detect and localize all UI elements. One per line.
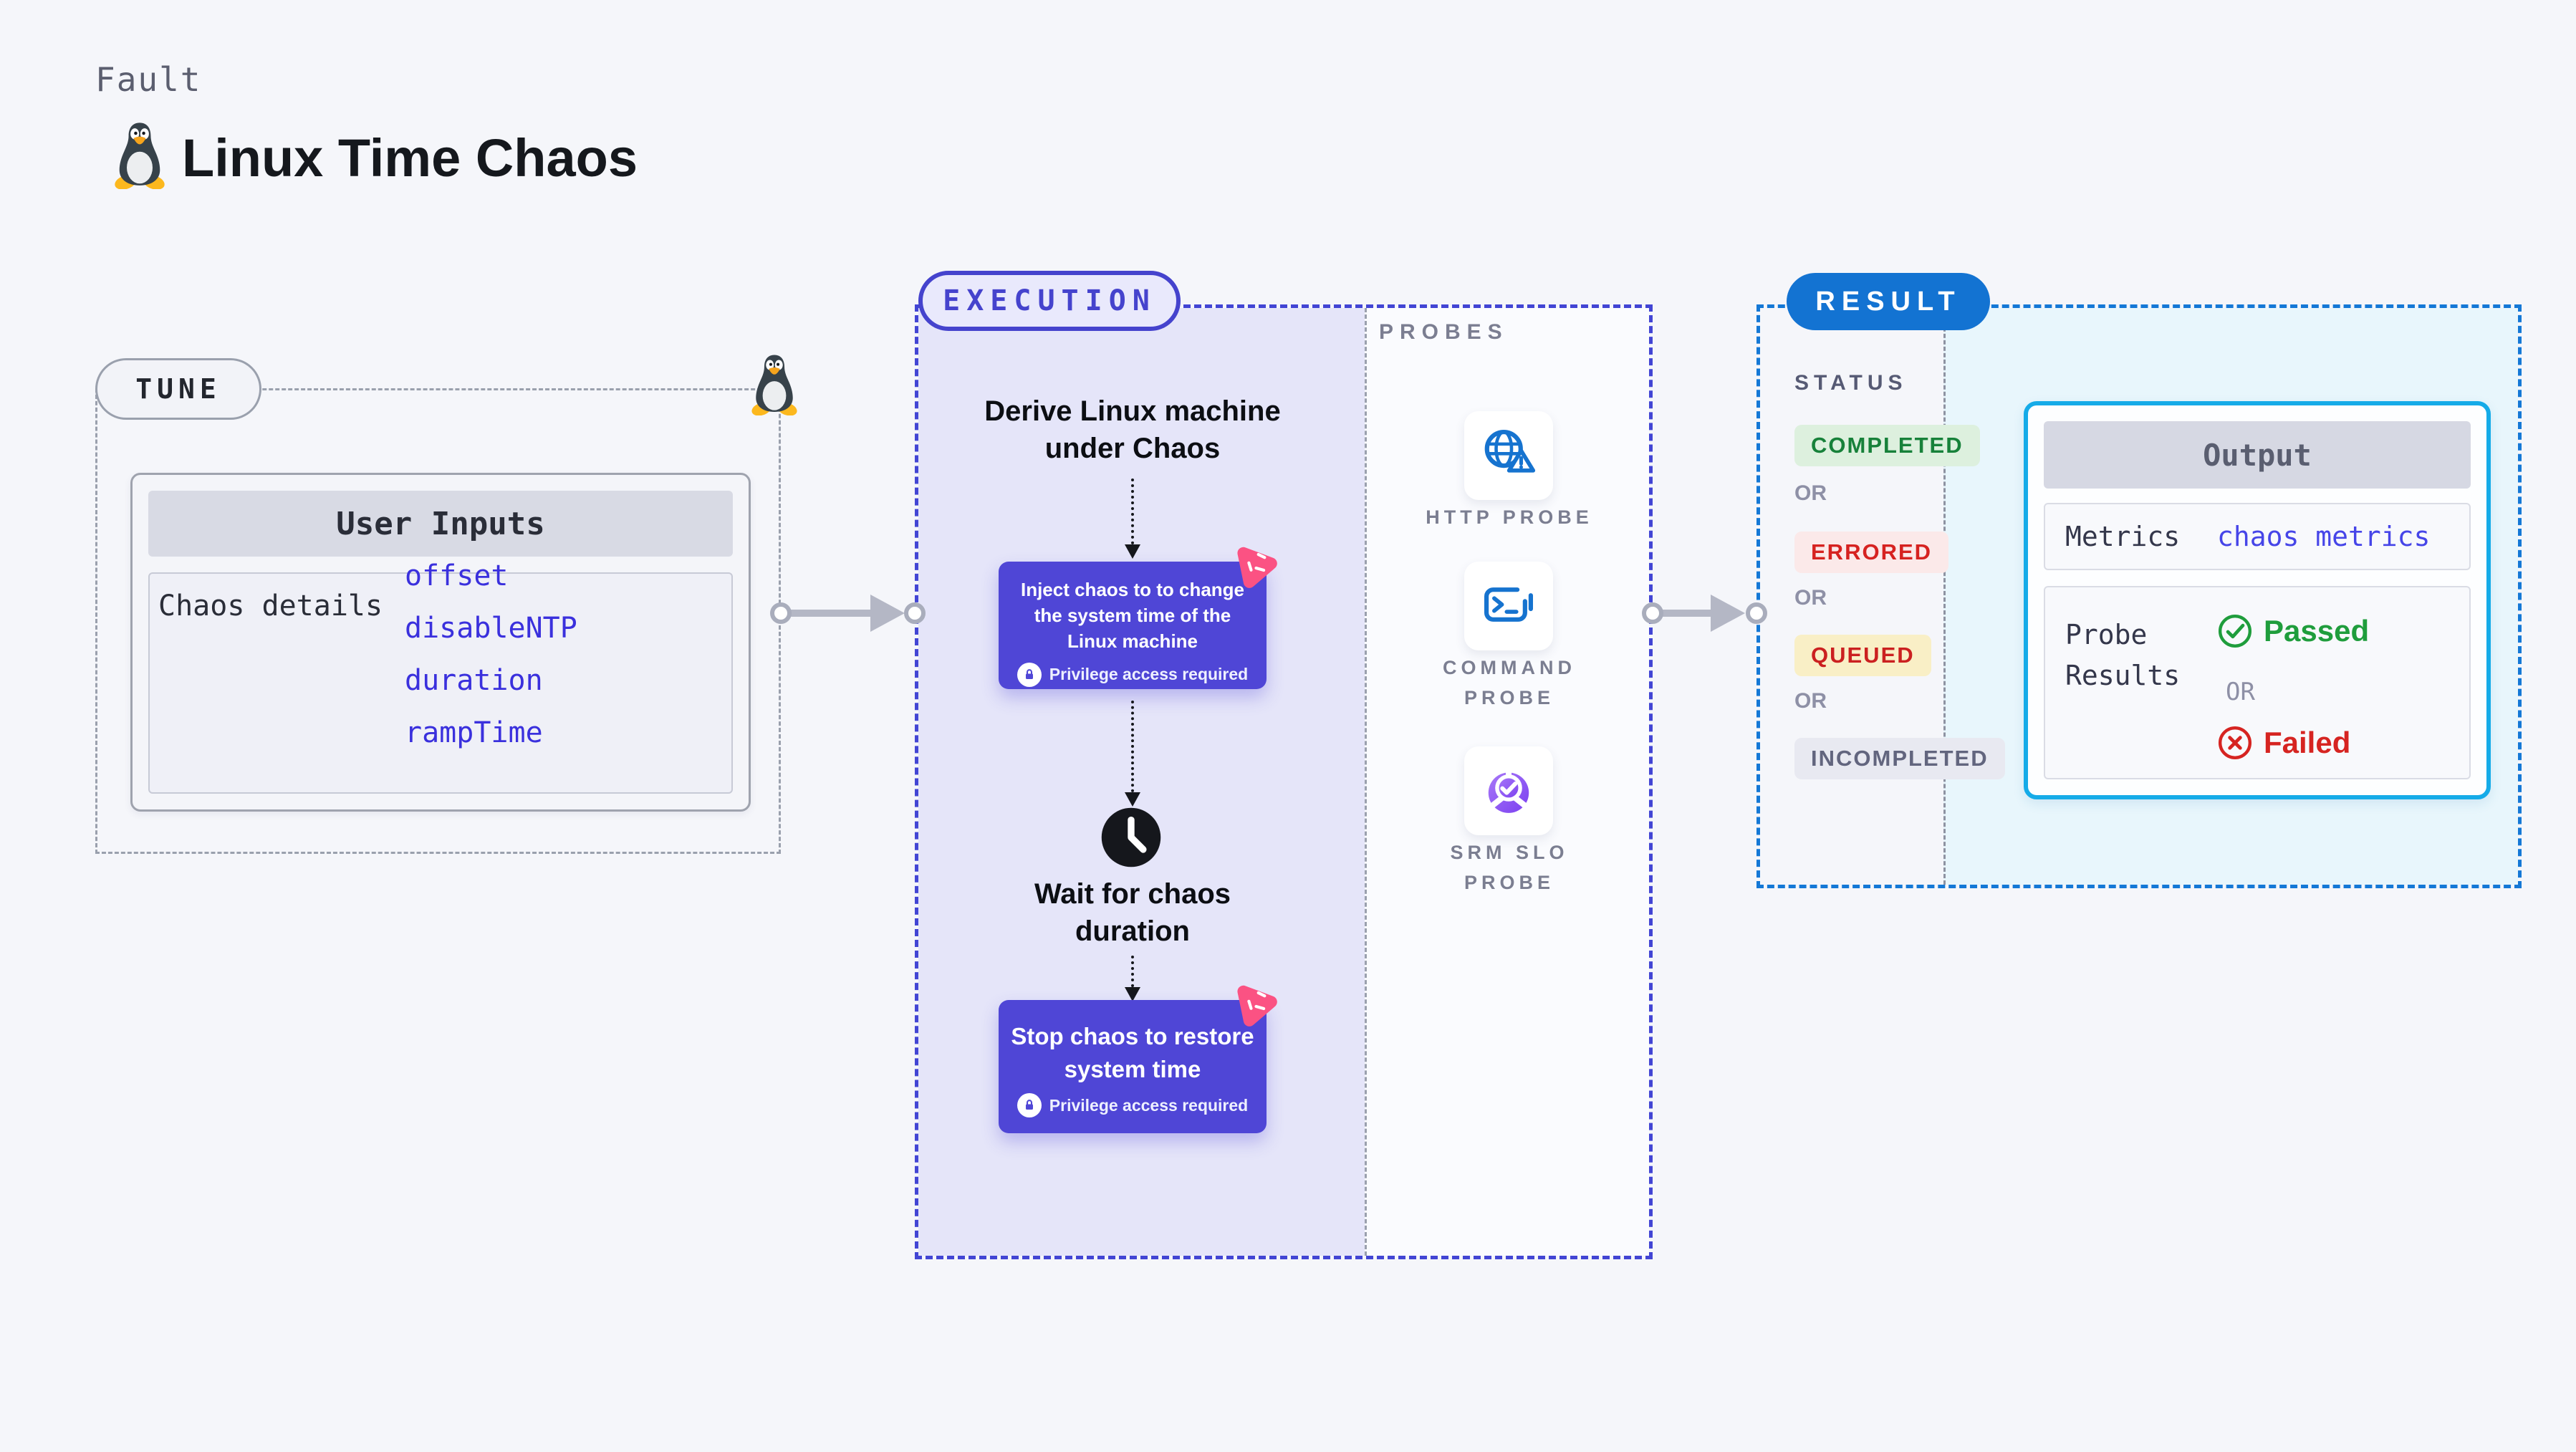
- globe-alert-icon: [1478, 425, 1539, 486]
- lock-icon: [1017, 662, 1042, 687]
- srm-slo-probe-card: [1464, 746, 1553, 835]
- arrow-right-icon: [1711, 595, 1745, 632]
- stop-chaos-text: Stop chaos to restore system time: [1011, 1023, 1254, 1082]
- or-label: OR: [1794, 586, 1827, 610]
- srm-slo-probe-label: SRM SLO PROBE: [1450, 842, 1569, 893]
- page-title: Linux Time Chaos: [182, 128, 638, 188]
- clock-icon: [1099, 805, 1163, 870]
- or-label: OR: [1794, 481, 1827, 505]
- user-inputs-card: User Inputs Chaos details offset disable…: [130, 473, 751, 812]
- input-link-offset[interactable]: offset: [405, 559, 509, 592]
- privilege-note: Privilege access required: [1049, 665, 1249, 684]
- check-circle-icon: [2217, 613, 2253, 649]
- status-badge-errored: ERRORED: [1794, 532, 1949, 573]
- arrow-down-icon: [1125, 792, 1140, 807]
- flow-arrow-line: [1131, 479, 1134, 544]
- http-probe-label: HTTP PROBE: [1426, 506, 1593, 528]
- tune-to-execution-connector: [781, 610, 870, 617]
- lock-icon: [1017, 1093, 1042, 1118]
- tune-pill: TUNE: [95, 358, 261, 420]
- arrow-right-icon: [870, 595, 905, 632]
- privilege-note: Privilege access required: [1049, 1095, 1249, 1115]
- connector-dot: [770, 602, 792, 624]
- command-probe-label: COMMAND PROBE: [1443, 657, 1576, 708]
- command-probe-card: [1464, 562, 1553, 650]
- input-link-disablentp[interactable]: disableNTP: [405, 612, 577, 645]
- http-probe-card: [1464, 411, 1553, 500]
- inject-chaos-node: Inject chaos to to change the system tim…: [999, 562, 1267, 689]
- tux-linux-icon: [112, 122, 167, 189]
- arrow-down-icon: [1125, 987, 1140, 1001]
- output-title: Output: [2044, 421, 2471, 489]
- chaos-details-inputs: offset disableNTP duration rampTime: [405, 559, 577, 749]
- flow-arrow-line: [1131, 701, 1134, 792]
- status-badge-completed: COMPLETED: [1794, 425, 1980, 466]
- status-badge-queued: QUEUED: [1794, 635, 1931, 676]
- input-link-ramptime[interactable]: rampTime: [405, 716, 543, 749]
- user-inputs-title: User Inputs: [148, 491, 733, 557]
- execution-pill: EXECUTION: [918, 271, 1181, 331]
- metrics-row: Metrics chaos metrics: [2044, 503, 2471, 570]
- derive-step-label: Derive Linux machine under Chaos: [984, 395, 1281, 464]
- probes-title: PROBES: [1379, 320, 1509, 344]
- user-inputs-body: [148, 572, 733, 794]
- wait-step-label: Wait for chaos duration: [1034, 878, 1231, 947]
- result-pill: RESULT: [1787, 273, 1990, 330]
- input-link-duration[interactable]: duration: [405, 664, 543, 697]
- output-card: Output Metrics chaos metrics Probe Resul…: [2024, 401, 2491, 799]
- failed-label: Failed: [2264, 726, 2351, 759]
- slo-donut-icon: [1478, 760, 1539, 822]
- probe-results-label: Probe Results: [2065, 619, 2181, 691]
- flow-arrow-line: [1131, 956, 1134, 987]
- connector-dot: [904, 602, 926, 624]
- tux-linux-icon-small: [750, 355, 799, 415]
- chaos-pink-icon: [1227, 539, 1284, 591]
- chaos-pink-icon: [1227, 977, 1284, 1029]
- chaos-details-label: Chaos details: [158, 590, 383, 622]
- or-label: OR: [1794, 689, 1827, 713]
- chaos-metrics-link[interactable]: chaos metrics: [2217, 521, 2431, 552]
- metrics-label: Metrics: [2065, 521, 2181, 552]
- status-title: STATUS: [1794, 371, 1908, 395]
- execution-to-result-connector: [1653, 610, 1712, 617]
- connector-dot: [1642, 602, 1663, 624]
- inject-chaos-text: Inject chaos to to change the system tim…: [1020, 579, 1245, 652]
- or-label: OR: [2226, 678, 2255, 706]
- x-circle-icon: [2217, 725, 2253, 761]
- terminal-icon: [1478, 575, 1539, 637]
- arrow-down-icon: [1125, 544, 1140, 559]
- passed-label: Passed: [2264, 614, 2370, 648]
- probe-results-row: Probe Results Passed OR Failed: [2044, 586, 2471, 779]
- fault-kicker: Fault: [95, 60, 202, 99]
- connector-dot: [1746, 602, 1767, 624]
- status-badge-incompleted: INCOMPLETED: [1794, 738, 2005, 779]
- stop-chaos-node: Stop chaos to restore system time Privil…: [999, 1000, 1267, 1133]
